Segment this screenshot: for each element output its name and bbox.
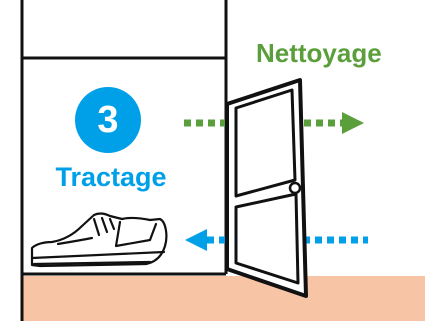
step-number-badge: 3 <box>75 87 141 153</box>
room-walls <box>22 0 226 321</box>
outgoing-label: Nettoyage <box>256 38 382 69</box>
door-icon <box>227 80 306 296</box>
floor <box>22 276 425 321</box>
step-label: Tractage <box>36 162 186 193</box>
shoe-icon <box>32 213 166 266</box>
